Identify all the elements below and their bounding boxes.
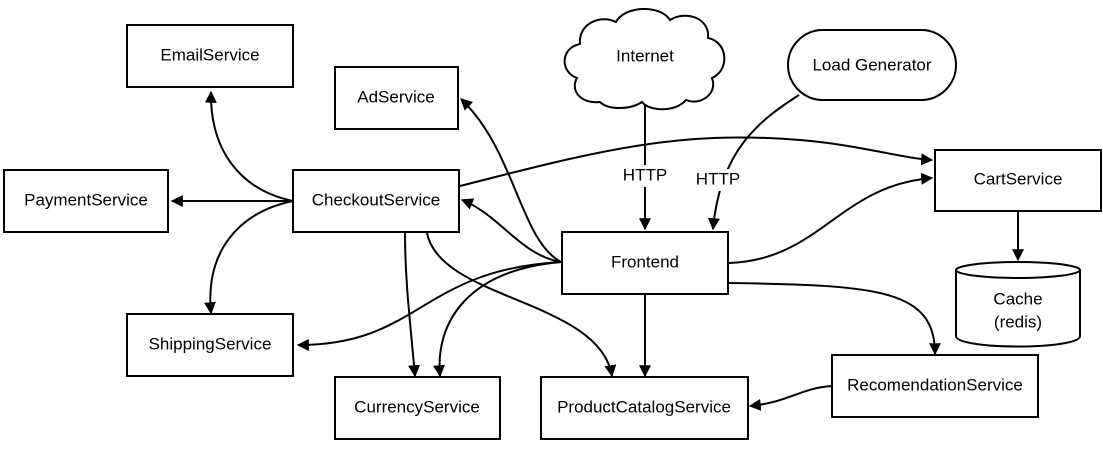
- cloud-shape: [563, 7, 726, 111]
- node-checkout-service: CheckoutService: [292, 169, 460, 233]
- node-recommendation-service: RecomendationService: [831, 354, 1039, 418]
- edge-checkout-shipping: [204, 200, 294, 315]
- payment-service-label: PaymentService: [24, 190, 148, 209]
- ad-service-label: AdService: [357, 87, 434, 106]
- edge-recommendation-productcatalog: [748, 385, 833, 411]
- node-ad-service: AdService: [334, 66, 459, 130]
- node-frontend: Frontend: [561, 231, 729, 295]
- node-payment-service: PaymentService: [3, 169, 169, 233]
- edge-checkout-email: [204, 90, 294, 202]
- edge-checkout-cart: [459, 136, 934, 187]
- load-generator-label: Load Generator: [812, 55, 931, 74]
- node-cart-service: CartService: [934, 149, 1102, 212]
- edge-labels: HTTP HTTP: [620, 165, 743, 191]
- internet-http-label: HTTP: [623, 165, 667, 184]
- productcatalog-service-label: ProductCatalogService: [557, 397, 731, 416]
- edge-frontend-cart: [728, 172, 934, 264]
- shipping-service-label: ShippingService: [149, 334, 272, 353]
- node-load-generator: Load Generator: [787, 29, 957, 101]
- loadgen-http-label: HTTP: [696, 169, 740, 188]
- checkout-service-label: CheckoutService: [312, 190, 441, 209]
- edge-frontend-currency: [433, 261, 562, 378]
- node-internet: Internet: [563, 7, 726, 111]
- edge-frontend-shipping: [296, 261, 562, 351]
- edge-frontend-checkout: [460, 198, 562, 263]
- recommendation-service-label: RecomendationService: [847, 375, 1023, 394]
- node-shipping-service: ShippingService: [126, 313, 294, 377]
- edge-frontend-ad: [460, 98, 562, 263]
- node-cache: Cache (redis): [955, 261, 1081, 348]
- cache-label-line1: Cache: [993, 289, 1042, 308]
- internet-label: Internet: [616, 46, 674, 65]
- node-currency-service: CurrencyService: [334, 376, 501, 440]
- cylinder-top: [955, 261, 1081, 279]
- edge-checkout-currency: [404, 232, 421, 378]
- cart-service-label: CartService: [974, 169, 1063, 188]
- edge-frontend-recommendation: [728, 282, 941, 356]
- cylinder-body: [955, 270, 1081, 348]
- nodes: EmailService AdService PaymentService Ch…: [3, 7, 1102, 440]
- edge-checkout-productcatalog: [426, 232, 617, 378]
- node-email-service: EmailService: [126, 24, 294, 88]
- currency-service-label: CurrencyService: [354, 397, 480, 416]
- cache-label-line2: (redis): [994, 312, 1042, 331]
- node-productcatalog-service: ProductCatalogService: [540, 376, 749, 440]
- edges: [170, 90, 1024, 411]
- frontend-label: Frontend: [611, 252, 679, 271]
- email-service-label: EmailService: [160, 45, 259, 64]
- edge-loadgen-frontend: [707, 94, 800, 231]
